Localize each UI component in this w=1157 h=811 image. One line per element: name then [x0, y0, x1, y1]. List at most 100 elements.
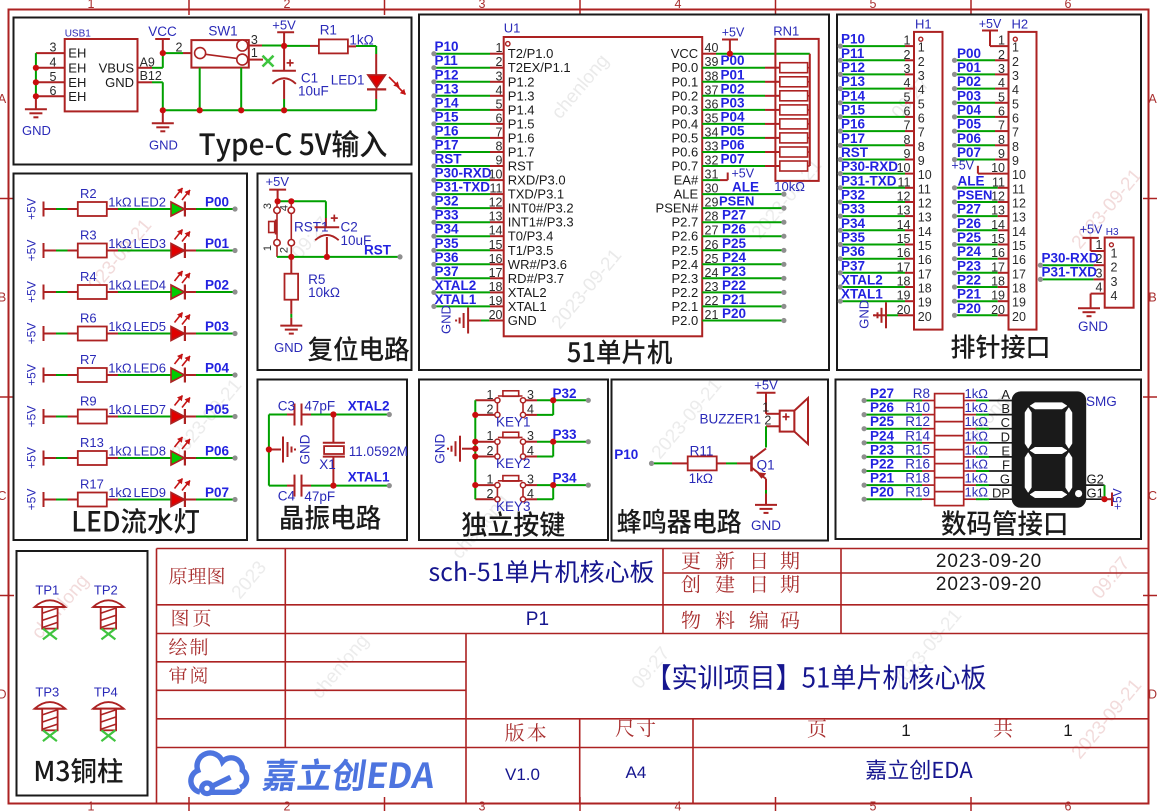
svg-text:27: 27	[705, 224, 719, 238]
svg-text:P15: P15	[841, 102, 866, 117]
svg-text:P31-TXD: P31-TXD	[435, 180, 491, 195]
svg-text:LED8: LED8	[134, 444, 167, 459]
svg-text:5: 5	[1012, 97, 1019, 111]
svg-text:5: 5	[918, 97, 925, 111]
svg-text:P16: P16	[435, 123, 460, 138]
svg-text:A: A	[1001, 387, 1010, 402]
svg-text:XTAL2: XTAL2	[348, 399, 390, 414]
svg-text:23: 23	[705, 280, 719, 294]
svg-text:P32: P32	[841, 188, 865, 203]
svg-text:5: 5	[998, 90, 1005, 104]
svg-text:R1: R1	[320, 23, 337, 38]
svg-text:C4: C4	[278, 489, 296, 504]
svg-text:13: 13	[897, 204, 911, 218]
svg-text:1kΩ: 1kΩ	[965, 414, 989, 429]
svg-text:P10: P10	[841, 32, 865, 47]
svg-text:T0/P3.4: T0/P3.4	[508, 229, 554, 244]
svg-text:2: 2	[284, 800, 291, 811]
svg-text:P22: P22	[957, 273, 981, 288]
svg-text:GND: GND	[105, 75, 134, 90]
svg-text:B: B	[1148, 291, 1156, 305]
svg-text:39: 39	[705, 55, 719, 69]
svg-text:5: 5	[870, 800, 877, 811]
svg-text:R19: R19	[905, 485, 930, 500]
svg-text:P17: P17	[435, 138, 459, 153]
svg-text:LED9: LED9	[134, 485, 167, 500]
svg-text:P2.7: P2.7	[671, 215, 698, 230]
svg-text:20: 20	[918, 310, 932, 324]
svg-text:P14: P14	[841, 88, 866, 103]
svg-text:11: 11	[490, 182, 503, 196]
svg-text:1: 1	[487, 429, 494, 443]
svg-text:3: 3	[904, 62, 911, 76]
svg-text:6: 6	[1065, 0, 1072, 11]
svg-text:P07: P07	[957, 145, 981, 160]
svg-text:RN1: RN1	[773, 24, 799, 39]
svg-text:P0.2: P0.2	[671, 88, 698, 103]
svg-text:P0.4: P0.4	[671, 116, 698, 131]
svg-text:P16: P16	[841, 117, 866, 132]
svg-text:LED3: LED3	[134, 236, 167, 251]
svg-text:P34: P34	[435, 222, 460, 237]
svg-text:P33: P33	[841, 202, 866, 217]
svg-text:P20: P20	[957, 301, 981, 316]
svg-text:3: 3	[479, 800, 486, 811]
svg-text:2: 2	[487, 487, 494, 501]
svg-text:1kΩ: 1kΩ	[965, 400, 989, 415]
svg-text:D: D	[0, 688, 7, 702]
svg-text:+5V: +5V	[1080, 222, 1103, 236]
svg-text:P30-RXD: P30-RXD	[1042, 251, 1099, 266]
svg-text:9: 9	[904, 147, 911, 161]
svg-text:EH: EH	[68, 89, 86, 104]
svg-text:P13: P13	[841, 74, 866, 89]
svg-text:P0.0: P0.0	[671, 60, 698, 75]
svg-text:47pF: 47pF	[304, 489, 335, 504]
svg-text:15: 15	[991, 232, 1005, 246]
svg-text:P02: P02	[205, 278, 229, 293]
svg-text:R11: R11	[690, 444, 714, 459]
svg-text:R10: R10	[905, 400, 930, 415]
svg-text:1kΩ: 1kΩ	[108, 236, 132, 251]
svg-text:XTAL1: XTAL1	[508, 299, 547, 314]
svg-text:6: 6	[918, 111, 925, 125]
svg-text:2: 2	[1096, 252, 1103, 266]
svg-text:GND: GND	[22, 123, 51, 138]
svg-text:A4: A4	[626, 763, 647, 782]
svg-text:3: 3	[527, 473, 534, 487]
svg-text:11: 11	[918, 182, 931, 196]
svg-text:3: 3	[918, 69, 925, 83]
svg-text:1kΩ: 1kΩ	[108, 485, 132, 500]
svg-text:R7: R7	[80, 352, 97, 367]
svg-text:R5: R5	[308, 272, 325, 287]
svg-text:35: 35	[705, 111, 719, 125]
svg-text:4: 4	[496, 83, 503, 97]
svg-text:4: 4	[50, 55, 57, 69]
svg-text:ALE: ALE	[732, 180, 759, 195]
svg-text:P03: P03	[721, 95, 746, 110]
svg-text:F: F	[1002, 458, 1010, 473]
svg-text:17: 17	[489, 266, 503, 280]
svg-text:P35: P35	[435, 236, 460, 251]
svg-text:P36: P36	[435, 250, 460, 265]
svg-text:4: 4	[1096, 281, 1103, 295]
svg-text:1: 1	[901, 721, 910, 740]
svg-text:P1.7: P1.7	[508, 145, 535, 160]
svg-text:8: 8	[496, 140, 503, 154]
svg-text:P10: P10	[435, 39, 459, 54]
svg-text:3: 3	[496, 69, 503, 83]
svg-text:11.0592M: 11.0592M	[349, 444, 408, 459]
svg-text:P06: P06	[721, 138, 746, 153]
svg-text:XTAL1: XTAL1	[348, 470, 390, 485]
svg-text:P26: P26	[957, 216, 982, 231]
svg-text:16: 16	[897, 246, 911, 260]
svg-text:1: 1	[496, 41, 503, 55]
svg-text:12: 12	[897, 190, 911, 204]
svg-text:1: 1	[88, 0, 95, 11]
svg-text:+5V: +5V	[25, 364, 39, 386]
svg-text:3: 3	[1111, 275, 1118, 289]
svg-text:D: D	[1148, 688, 1157, 702]
svg-text:1kΩ: 1kΩ	[349, 33, 373, 48]
svg-text:P12: P12	[435, 67, 459, 82]
svg-text:3: 3	[998, 62, 1005, 76]
svg-text:17: 17	[1012, 267, 1026, 281]
